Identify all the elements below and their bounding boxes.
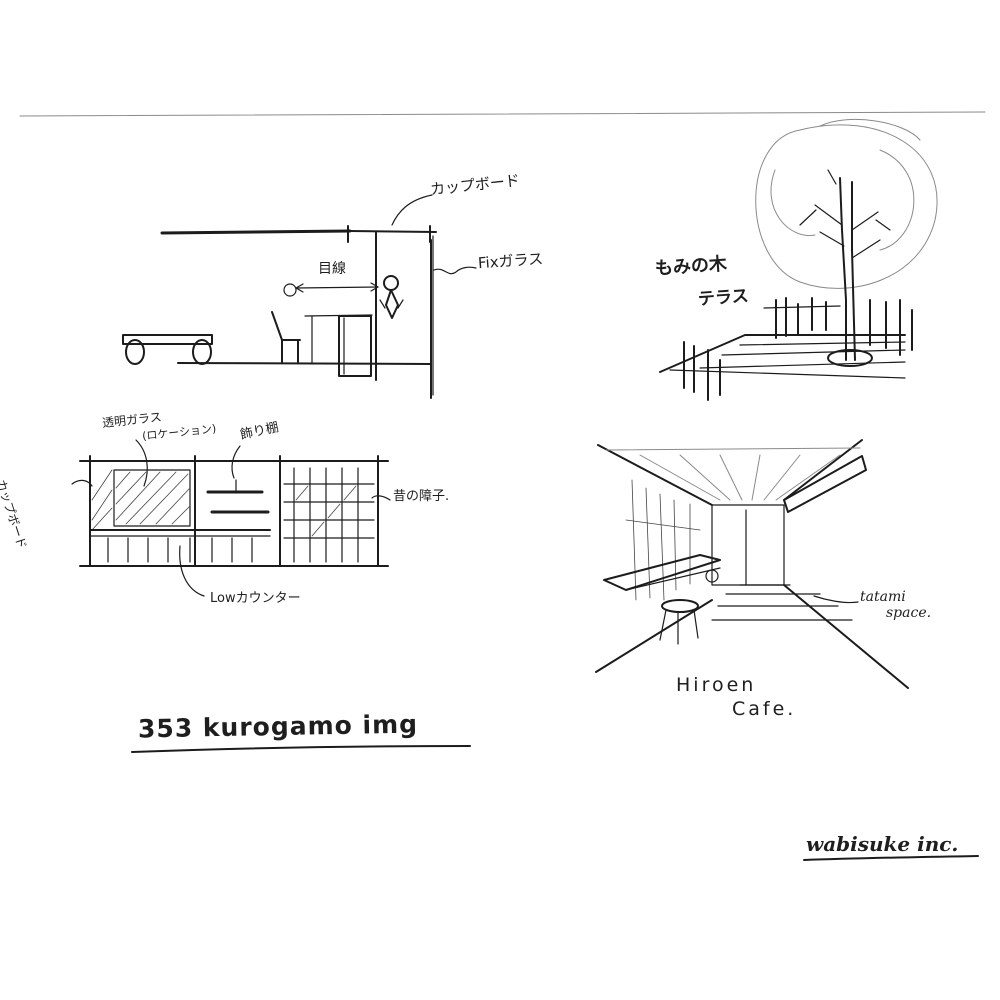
elevation-sketch-shelves [71, 439, 391, 597]
label-fir-tree: もみの木 [654, 253, 728, 280]
label-old-shoji: 昔の障子. [393, 489, 450, 504]
signature: wabisuke inc. [806, 832, 959, 856]
label-space: space. [886, 605, 932, 621]
paper-edge-line [19, 111, 986, 117]
title-hiroen: Hiroen [676, 674, 757, 696]
perspective-sketch-cafe [595, 439, 909, 689]
label-terrace: テラス [697, 286, 750, 310]
title-underline [131, 745, 471, 753]
label-low-counter: Lowカウンター [210, 591, 301, 606]
label-eye-level: 目線 [318, 261, 346, 277]
section-sketch-cupboard [122, 194, 477, 399]
label-tatami: tatami [860, 589, 906, 605]
label-fix-glass: Fixガラス [477, 249, 544, 273]
terrace-sketch-fir-tree [659, 118, 938, 401]
signature-underline [803, 855, 979, 861]
project-title: 353 kurogamo img [137, 709, 419, 744]
title-cafe: Cafe. [732, 698, 797, 720]
